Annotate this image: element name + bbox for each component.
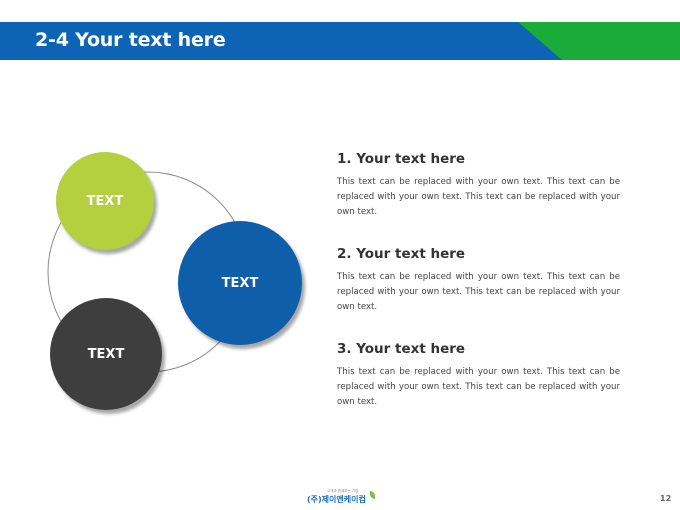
company-logo: 고객과 함께하는 기업 (주)제이앤케이컴 [307, 489, 375, 509]
header-bar: 2-4 Your text here [0, 22, 680, 60]
section-heading: 2. Your text here [337, 246, 466, 262]
page-title: 2-4 Your text here [35, 29, 226, 51]
diagram-circle-label: TEXT [87, 346, 125, 362]
section-body: This text can be replaced with your own … [337, 272, 620, 312]
leaf-icon [370, 491, 375, 499]
diagram-circle-dark: TEXT [50, 298, 162, 410]
diagram-circle-label: TEXT [86, 193, 124, 209]
text-section-1: 1. Your text here This text can be repla… [337, 151, 620, 220]
page-number: 12 [660, 494, 672, 503]
logo-tagline: 고객과 함께하는 기업 [327, 489, 359, 493]
section-body: This text can be replaced with your own … [337, 177, 620, 217]
header-green-accent [518, 22, 680, 60]
diagram-circle-blue: TEXT [178, 221, 302, 345]
logo-text: (주)제이앤케이컴 [307, 495, 366, 504]
section-body: This text can be replaced with your own … [337, 367, 620, 407]
cycle-diagram: TEXT TEXT TEXT [0, 0, 320, 510]
section-heading: 1. Your text here [337, 151, 466, 167]
text-section-2: 2. Your text here This text can be repla… [337, 246, 620, 315]
header-background [0, 22, 680, 60]
text-section-3: 3. Your text here This text can be repla… [337, 341, 620, 410]
diagram-circle-label: TEXT [221, 275, 259, 291]
diagram-circle-green: TEXT [56, 152, 154, 250]
section-heading: 3. Your text here [337, 341, 466, 357]
